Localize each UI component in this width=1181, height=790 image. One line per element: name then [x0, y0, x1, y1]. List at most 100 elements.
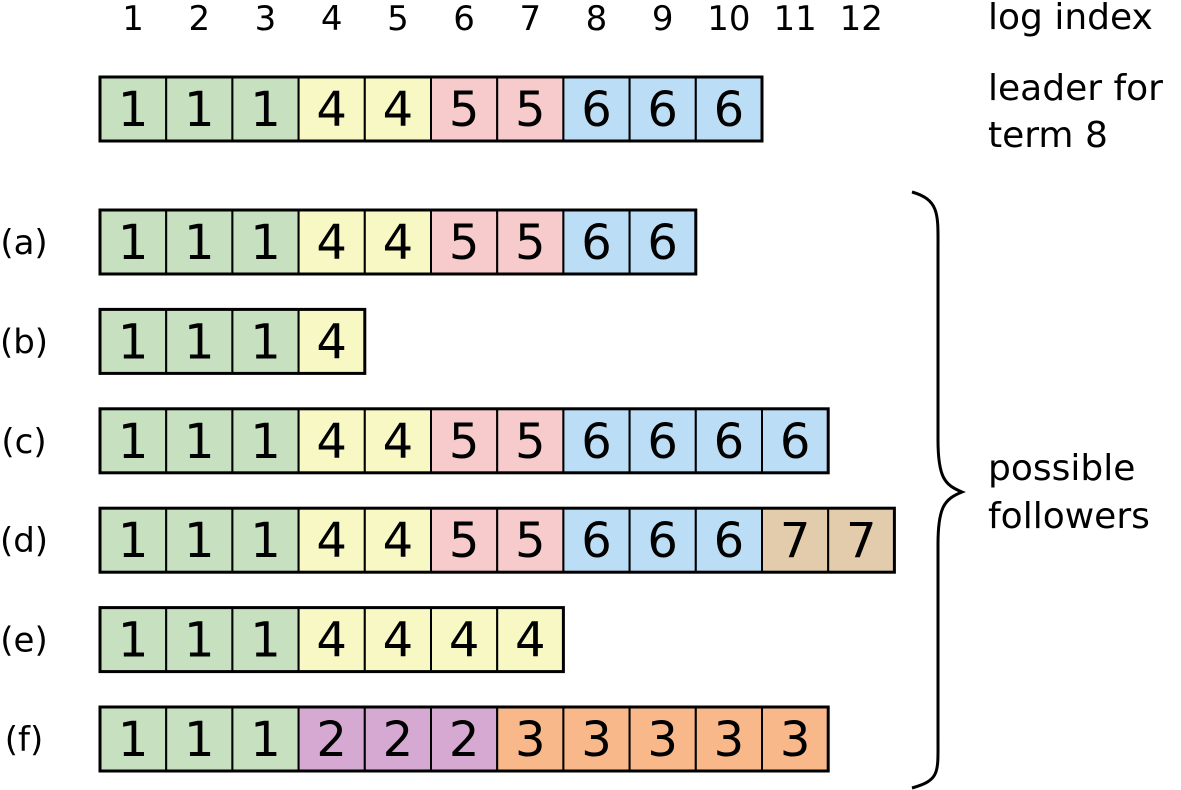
log-index-number: 6: [453, 0, 475, 39]
log-index-number: 7: [519, 0, 541, 39]
log-index-number: 2: [188, 0, 210, 39]
log-entry-cell: [165, 76, 234, 142]
log-index-number: 5: [387, 0, 409, 39]
log-entry-term: 1: [250, 314, 281, 370]
log-entry-term: 1: [184, 414, 215, 470]
log-index-label: log index: [988, 0, 1153, 38]
log-entry-term: 4: [383, 414, 414, 470]
log-entry-term: 6: [647, 414, 678, 470]
log-entry-cell: [562, 76, 631, 142]
log-entry-term: 6: [714, 414, 745, 470]
log-outline: [98, 506, 896, 574]
log-entry-term: 4: [316, 613, 347, 669]
log-index-number: 8: [586, 0, 608, 39]
log-entry-term: 4: [316, 414, 347, 470]
log-entry-term: 1: [250, 613, 281, 669]
log-entry-term: 1: [250, 215, 281, 271]
log-entry-term: 4: [316, 215, 347, 271]
log-index-number: 1: [122, 0, 144, 39]
log-entry-term: 5: [449, 215, 480, 271]
leader-label-line-1: leader for: [988, 68, 1163, 109]
log-entry-term: 5: [515, 414, 546, 470]
log-entry-term: 1: [184, 215, 215, 271]
log-entry-term: 1: [118, 712, 149, 768]
log-entry-term: 4: [383, 82, 414, 138]
log-entry-cell: [99, 606, 168, 673]
log-entry-cell: [694, 76, 763, 142]
log-outline: [98, 208, 698, 276]
log-entry-cell: [231, 407, 300, 474]
log-entry-term: 5: [515, 215, 546, 271]
log-entry-term: 2: [316, 712, 347, 768]
log-entry-term: 6: [581, 215, 612, 271]
log-entry-term: 5: [449, 414, 480, 470]
log-entry-cell: [363, 706, 432, 772]
log-entry-cell: [363, 209, 432, 275]
log-entry-term: 1: [250, 82, 281, 138]
followers-label-line-1: possible: [988, 448, 1135, 489]
log-entry-term: 6: [647, 513, 678, 569]
log-entry-term: 4: [316, 314, 347, 370]
log-entry-term: 6: [581, 82, 612, 138]
log-entry-term: 4: [449, 613, 480, 669]
log-entry-term: 1: [118, 314, 149, 370]
log-entry-term: 5: [449, 82, 480, 138]
log-entry-term: 1: [184, 314, 215, 370]
log-entry-term: 4: [316, 82, 347, 138]
log-entry-term: 4: [383, 215, 414, 271]
log-entry-cell: [297, 407, 366, 474]
log-entry-cell: [99, 407, 168, 474]
log-entry-cell: [628, 706, 697, 772]
log-entry-cell: [430, 606, 499, 673]
log-entry-term: 6: [647, 82, 678, 138]
log-entry-term: 3: [714, 712, 745, 768]
log-entry-cell: [430, 76, 499, 142]
follower-row-label: (b): [0, 322, 48, 362]
log-entry-term: 1: [250, 513, 281, 569]
log-entry-term: 3: [515, 712, 546, 768]
log-entry-term: 1: [118, 82, 149, 138]
log-entry-term: 3: [647, 712, 678, 768]
log-index-number: 3: [255, 0, 277, 39]
log-entry-term: 7: [846, 513, 877, 569]
log-entry-term: 1: [184, 613, 215, 669]
log-entry-term: 6: [780, 414, 811, 470]
leader-label-line-2: term 8: [988, 115, 1108, 156]
log-entry-term: 6: [581, 414, 612, 470]
log-entry-term: 1: [184, 82, 215, 138]
log-outline: [98, 307, 367, 375]
log-entry-term: 1: [184, 712, 215, 768]
log-outline: [98, 705, 830, 773]
log-entry-cell: [761, 706, 830, 772]
log-entry-term: 3: [581, 712, 612, 768]
log-entry-term: 5: [449, 513, 480, 569]
log-outline: [98, 606, 565, 674]
log-entry-cell: [297, 706, 366, 772]
log-entry-cell: [363, 407, 432, 474]
log-entry-term: 6: [581, 513, 612, 569]
follower-row-label: (a): [0, 223, 47, 263]
followers-group-label: possible followers: [988, 448, 1150, 537]
followers-label-line-2: followers: [988, 496, 1150, 537]
follower-row-label: (e): [0, 621, 47, 661]
log-entry-term: 2: [383, 712, 414, 768]
log-entry-term: 5: [515, 513, 546, 569]
log-entry-cell: [99, 209, 168, 275]
log-index-number: 11: [773, 0, 816, 39]
log-index-number: 10: [707, 0, 750, 39]
log-entry-term: 4: [316, 513, 347, 569]
log-entry-term: 6: [714, 82, 745, 138]
leader-label: leader for term 8: [988, 68, 1174, 156]
log-entry-cell: [430, 706, 499, 772]
log-entry-cell: [231, 606, 300, 673]
log-entry-term: 2: [449, 712, 480, 768]
log-entry-cell: [165, 209, 234, 275]
log-entry-term: 3: [780, 712, 811, 768]
